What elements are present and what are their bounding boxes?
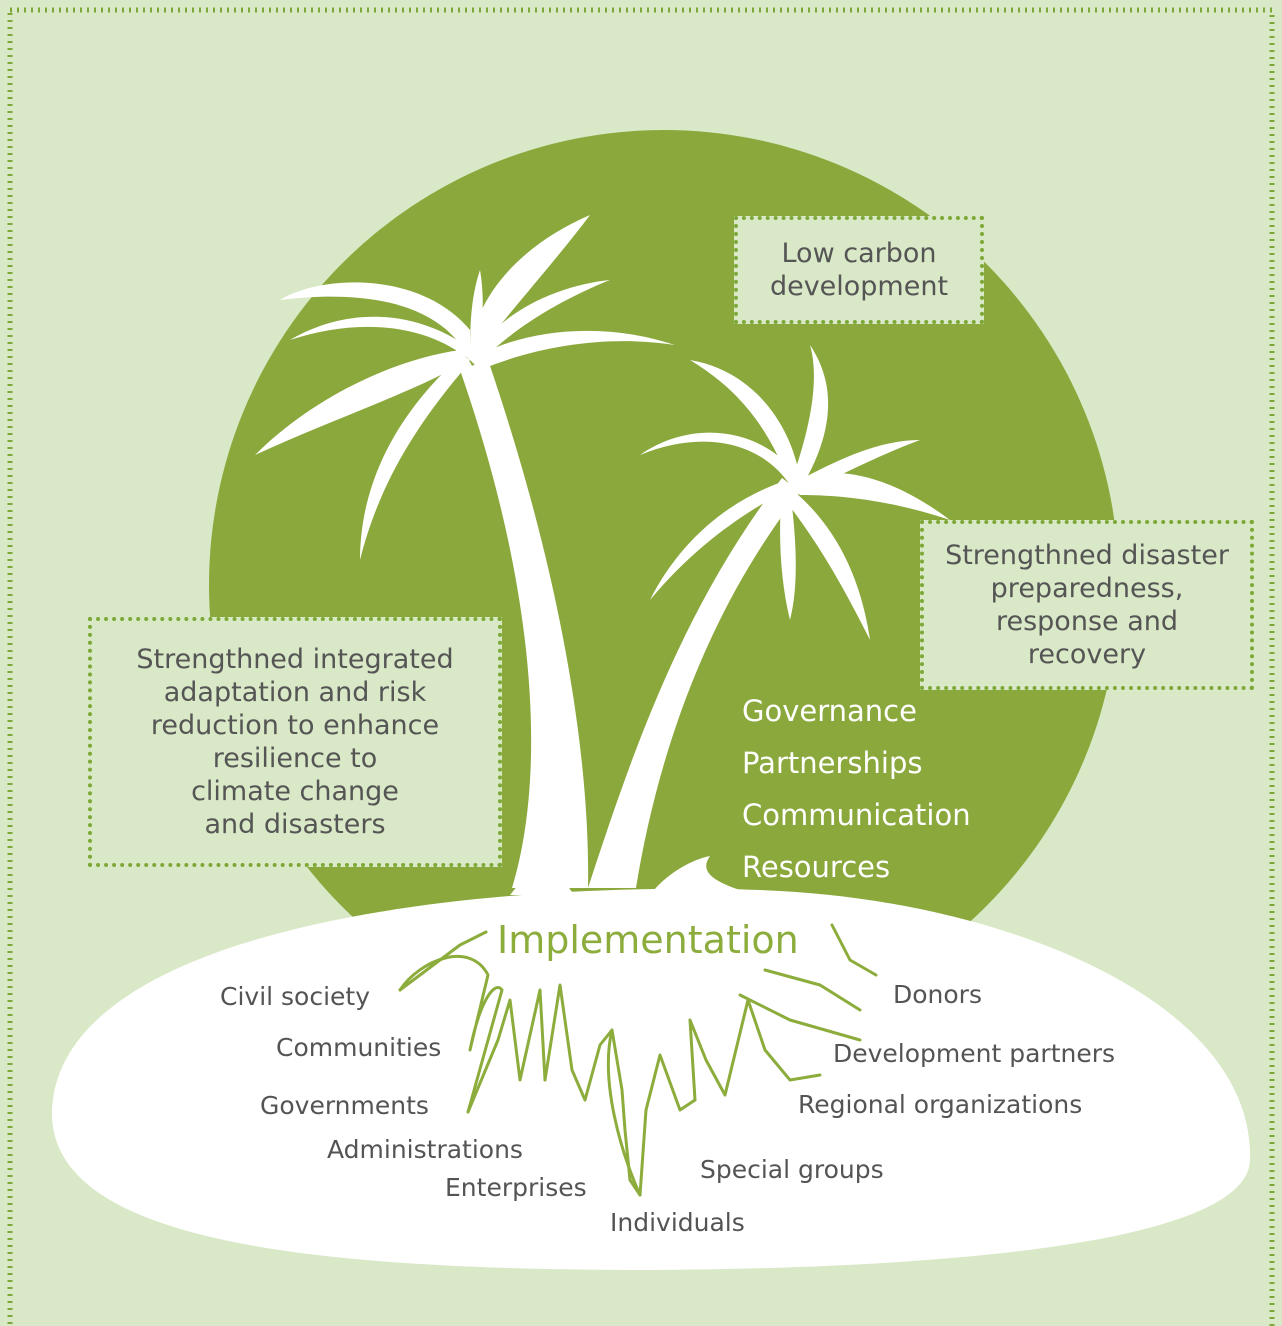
outcome-adaptation-box: Strengthned integrated adaptation and ri… (88, 617, 502, 867)
outcome-disaster-box: Strengthned disaster preparedness, respo… (920, 520, 1254, 690)
implementation-label: Implementation (497, 918, 799, 962)
palm-tree-tall (255, 215, 675, 888)
grass-tufts (510, 840, 740, 895)
enabler-communication: Communication (742, 798, 971, 832)
island (51, 888, 1251, 1270)
outcome-low-carbon-text: Low carbon development (769, 238, 949, 302)
roots (398, 923, 878, 1197)
actor-donors: Donors (893, 980, 982, 1009)
actor-regional-organizations: Regional organizations (798, 1090, 1083, 1119)
actor-special-groups: Special groups (700, 1155, 884, 1184)
outcome-disaster-text: Strengthned disaster preparedness, respo… (945, 540, 1229, 670)
outcome-low-carbon-box: Low carbon development (734, 216, 984, 324)
actor-enterprises: Enterprises (445, 1173, 587, 1202)
enabler-resources: Resources (742, 850, 891, 884)
enabler-governance: Governance (742, 694, 917, 728)
outcome-adaptation-text: Strengthned integrated adaptation and ri… (136, 644, 454, 840)
actor-civil-society: Civil society (220, 982, 371, 1011)
actor-governments: Governments (260, 1091, 429, 1120)
palm-tree-short (588, 345, 950, 888)
actor-communities: Communities (276, 1033, 442, 1062)
actor-individuals: Individuals (610, 1208, 745, 1237)
actor-development-partners: Development partners (833, 1039, 1116, 1068)
actor-administrations: Administrations (327, 1135, 523, 1164)
frame-border (7, 7, 1275, 1326)
enabler-partnerships: Partnerships (742, 746, 923, 780)
